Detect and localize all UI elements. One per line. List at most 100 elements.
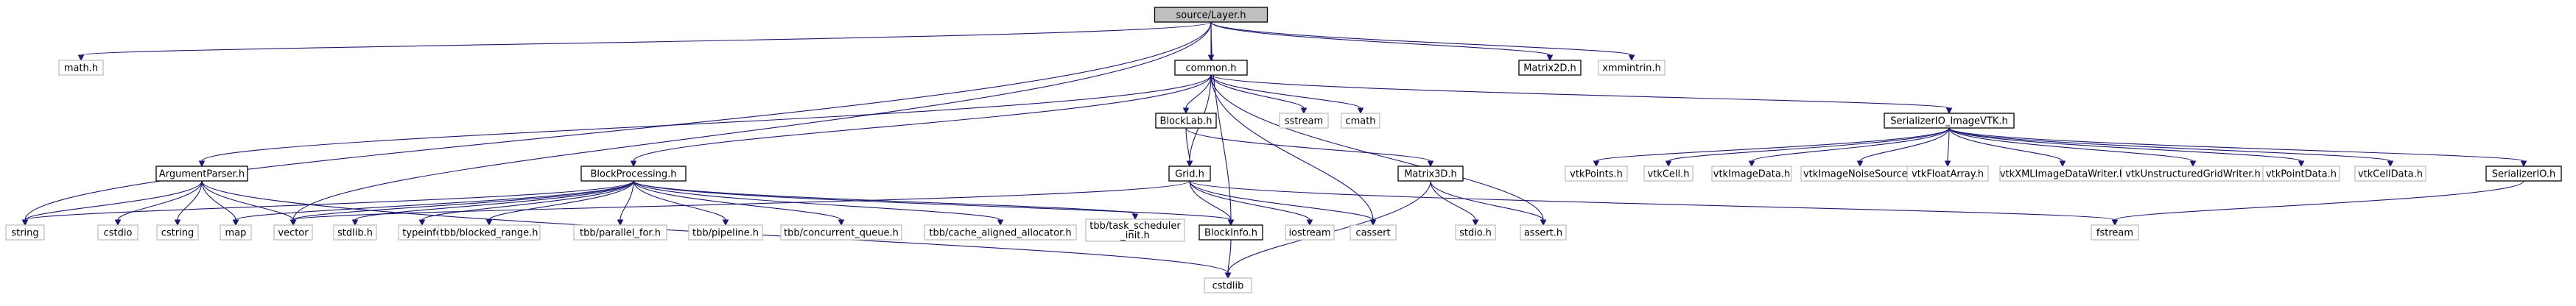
node-tbbcache: tbb/cache_aligned_allocator.h	[924, 224, 1077, 241]
edge-line	[1210, 74, 1305, 109]
edge-line	[1189, 180, 1232, 221]
node-cstdlib: cstdlib	[1204, 277, 1252, 293]
node-blockproc[interactable]: BlockProcessing.h	[580, 166, 687, 182]
node-label-cmath: cmath	[1345, 116, 1375, 127]
edge-line	[1185, 74, 1212, 109]
node-box-tbbcache	[924, 224, 1077, 241]
edge-grid-to-cassert	[1189, 180, 1377, 227]
node-box-blockinfo	[1198, 224, 1263, 241]
edge-line	[488, 180, 634, 221]
node-matrix2d[interactable]: Matrix2D.h	[1518, 60, 1582, 76]
node-box-math	[58, 60, 104, 76]
node-label-grid: Grid.h	[1175, 169, 1204, 180]
edge-argparser-to-string	[21, 180, 203, 227]
node-label-tbbconcq: tbb/concurrent_queue.h	[784, 228, 899, 239]
edge-line	[1185, 127, 1431, 162]
node-box-cassert	[1350, 224, 1397, 241]
edge-arrowhead	[1207, 54, 1215, 62]
edge-line	[1751, 127, 1950, 162]
edge-arrowhead	[289, 219, 297, 227]
edge-line	[24, 21, 1212, 221]
edge-line	[80, 21, 1212, 56]
node-label-layer: source/Layer.h	[1176, 10, 1246, 21]
edge-serialvtk-to-vtkpoints	[1593, 127, 1950, 168]
edge-line	[1185, 127, 1190, 162]
node-box-serialio	[2485, 166, 2562, 182]
node-vtkfloatarray: vtkFloatArray.h	[1906, 166, 1989, 182]
node-label-serialvtk: SerializerIO_ImageVTK.h	[1890, 116, 2008, 127]
node-label-vtkxml: vtkXMLImageDataWriter.h	[2000, 169, 2125, 180]
edge-line	[235, 180, 634, 221]
edge-line	[1947, 127, 1950, 162]
edge-blockproc-to-stdlib	[351, 180, 634, 227]
node-iostream: iostream	[1285, 224, 1335, 241]
edge-blockproc-to-tbbtask	[633, 180, 1139, 221]
edge-argparser-to-cstdio	[114, 180, 203, 227]
node-label-stdlib: stdlib.h	[337, 228, 373, 239]
edge-arrowhead	[1227, 219, 1235, 227]
node-layer[interactable]: source/Layer.h	[1154, 7, 1268, 23]
node-box-tbbpipeline	[688, 224, 763, 241]
edge-line	[1210, 21, 1632, 56]
edge-arrowhead	[630, 160, 637, 168]
edge-blockproc-to-map	[232, 180, 634, 227]
edge-arrowhead	[1186, 160, 1193, 168]
edge-arrowhead	[232, 219, 239, 227]
node-label-blocklab: BlockLab.h	[1160, 116, 1212, 127]
node-label-cstdlib: cstdlib	[1212, 281, 1244, 292]
edge-line	[201, 180, 236, 221]
edge-arrowhead	[997, 219, 1004, 227]
node-label-vtkcelldata: vtkCellData.h	[2358, 169, 2423, 180]
node-box-tbbconcq	[780, 224, 902, 241]
node-label-cstdio: cstdio	[104, 228, 133, 239]
node-label-iostream: iostream	[1288, 228, 1330, 239]
node-box-layer	[1154, 7, 1268, 23]
edge-common-to-blocklab	[1182, 74, 1212, 115]
edge-layer-to-matrix2d	[1210, 21, 1554, 62]
node-common[interactable]: common.h	[1174, 60, 1248, 76]
edge-arrowhead	[1945, 107, 1953, 115]
edge-arrowhead	[1540, 219, 1547, 227]
node-box-fstream	[2091, 224, 2139, 241]
node-matrix3d[interactable]: Matrix3D.h	[1397, 166, 1464, 182]
node-label-tbbblocked: tbb/blocked_range.h	[441, 228, 538, 239]
node-box-sstream	[1279, 113, 1329, 129]
node-box-stdlib	[333, 224, 377, 241]
node-label-string: string	[11, 228, 38, 239]
node-label-cassert: cassert	[1355, 228, 1390, 239]
edge-grid-to-vector	[289, 180, 1190, 227]
edge-serialvtk-to-vtkpointdata	[1948, 127, 2305, 168]
node-label-map: map	[225, 228, 247, 239]
node-string: string	[5, 224, 45, 241]
edge-grid-to-iostream	[1189, 180, 1313, 227]
node-label-tbbtask: _init.h	[1120, 230, 1149, 241]
edge-matrix3d-to-assert	[1430, 180, 1547, 227]
node-label-blockproc: BlockProcessing.h	[591, 169, 677, 180]
node-box-cmath	[1341, 113, 1380, 129]
node-grid[interactable]: Grid.h	[1168, 166, 1211, 182]
node-argparser[interactable]: ArgumentParser.h	[155, 166, 248, 182]
node-blockinfo[interactable]: BlockInfo.h	[1198, 224, 1263, 241]
node-tbbparfor: tbb/parallel_for.h	[573, 224, 667, 241]
node-label-vtkimagedata: vtkImageData.h	[1713, 169, 1790, 180]
node-label-vtkpointdata: vtkPointData.h	[2266, 169, 2337, 180]
edge-arrowhead	[1472, 219, 1479, 227]
node-serialio[interactable]: SerializerIO.h	[2485, 166, 2562, 182]
edge-arrowhead	[174, 219, 181, 227]
node-label-stdio: stdio.h	[1459, 228, 1492, 239]
node-box-vtkimagedata	[1711, 166, 1792, 182]
edge-common-to-argparser	[198, 74, 1212, 168]
node-blocklab[interactable]: BlockLab.h	[1155, 113, 1217, 129]
node-label-assert: assert.h	[1524, 228, 1562, 239]
node-label-matrix2d: Matrix2D.h	[1523, 63, 1576, 74]
edge-arrowhead	[2059, 160, 2066, 168]
edge-line	[1210, 74, 1361, 109]
node-box-assert	[1520, 224, 1567, 241]
edge-arrowhead	[77, 54, 85, 62]
edge-line	[1948, 127, 2063, 162]
edge-argparser-to-map	[201, 180, 239, 227]
node-serialvtk[interactable]: SerializerIO_ImageVTK.h	[1884, 113, 2015, 129]
edge-layer-to-xmmintrin	[1210, 21, 1635, 62]
node-label-vtkpoints: vtkPoints.h	[1570, 169, 1623, 180]
edge-arrowhead	[1628, 54, 1635, 62]
